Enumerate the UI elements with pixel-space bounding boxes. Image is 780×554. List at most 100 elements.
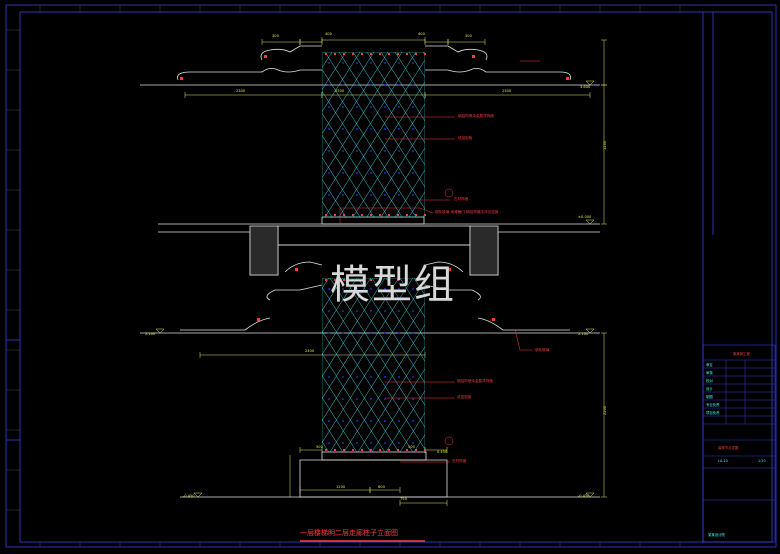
ornament-curve: [424, 261, 464, 273]
elev-left-a: 2.100: [145, 332, 156, 336]
lattice: [322, 278, 425, 452]
rivet: [342, 442, 344, 444]
dim-top-mid-right: 400: [418, 32, 426, 36]
tb-row-label: 设计: [706, 386, 713, 391]
lattice-line: [322, 396, 357, 452]
title-block: [702, 344, 776, 543]
rivet: [398, 172, 400, 174]
band-mark: [370, 53, 372, 55]
band-mark: [352, 279, 354, 281]
lattice-line: [357, 278, 425, 384]
sheet-title: 一层楼梯明二层走廊柱子立面图: [300, 529, 398, 537]
band-mark: [397, 214, 399, 216]
lattice-line: [322, 278, 343, 312]
rivet: [328, 310, 330, 312]
elev-lower-bot: -0.450: [578, 494, 590, 498]
tb-scale: 1:20: [758, 459, 766, 463]
leader-line: [514, 329, 532, 351]
lattice-line: [322, 374, 371, 452]
lattice-line: [385, 278, 425, 340]
band-mark: [370, 449, 372, 451]
lattice-line: [322, 278, 357, 334]
tb-company: 某某设计院: [708, 532, 726, 537]
frame-ticks: [6, 5, 681, 547]
elevation-marker: [585, 492, 595, 498]
rivets: [328, 62, 414, 196]
lattice-line: [322, 286, 425, 450]
rivet: [342, 332, 344, 334]
column-elevation: [322, 52, 426, 452]
lattice-line: [338, 52, 425, 188]
rivet: [384, 194, 386, 196]
band-mark: [415, 279, 417, 281]
rivet: [342, 172, 344, 174]
rivet: [384, 398, 386, 400]
lattice-line: [394, 52, 425, 100]
note-lower-2: 成品铝板: [457, 394, 472, 399]
rivet: [412, 288, 414, 290]
title-block-labels: 某某某工程 装修节点详图 LA-10 1:20 某某设计院 审定审核校对设计制图…: [706, 351, 766, 537]
band-mark: [325, 279, 327, 281]
dim-height-upper: 1200: [603, 140, 607, 150]
rivet: [328, 376, 330, 378]
rivet: [328, 84, 330, 86]
dimension-lines: [155, 37, 607, 506]
elevation-marker: [585, 328, 595, 334]
ornament-curve: [425, 68, 571, 81]
rivet: [412, 172, 414, 174]
rivet: [384, 84, 386, 86]
note-lower-1: 钢结构喷涂金属漆饰面: [457, 378, 493, 383]
note-upper-1: 钢结构喷涂金属漆饰面: [458, 113, 494, 118]
rivet: [398, 420, 400, 422]
rivet: [328, 354, 330, 356]
tb-sheet-no: LA-10: [718, 459, 728, 463]
base-plinth: [299, 459, 448, 498]
dim-base-left: 500: [316, 445, 324, 449]
dim-base-3: 750: [400, 497, 408, 501]
slab-left-fill: [249, 225, 279, 276]
dim-base-1: 1200: [336, 485, 346, 489]
lattice-line: [352, 52, 425, 166]
rivet: [370, 354, 372, 356]
ornament-curve: [477, 317, 570, 331]
band-mark: [424, 449, 426, 451]
rivet: [370, 84, 372, 86]
elevation-marker: [193, 492, 203, 498]
lattice-line: [322, 308, 413, 452]
rivet: [412, 442, 414, 444]
rivet: [370, 420, 372, 422]
band-mark: [370, 214, 372, 216]
rivet: [412, 398, 414, 400]
elev-left-b: -0.450: [183, 494, 195, 498]
band-mark: [415, 214, 417, 216]
ornament-mark: [448, 268, 451, 271]
rivet: [412, 194, 414, 196]
band-mark: [325, 214, 327, 216]
band-mark: [406, 279, 408, 281]
watermark: 模型组: [330, 262, 456, 308]
rivet: [356, 332, 358, 334]
rivet: [370, 150, 372, 152]
band-mark: [325, 449, 327, 451]
rivet: [328, 194, 330, 196]
lattice: [322, 52, 425, 217]
ornament-curve: [425, 45, 488, 61]
elev-mid-label: 0.450: [437, 450, 448, 454]
rivet: [356, 420, 358, 422]
rivet: [342, 288, 344, 290]
band-mark: [361, 279, 363, 281]
lattice-line: [380, 147, 425, 217]
rivet: [398, 106, 400, 108]
rivet: [398, 84, 400, 86]
rivet: [398, 194, 400, 196]
band-mark: [388, 279, 390, 281]
rivet: [356, 354, 358, 356]
rivet: [384, 150, 386, 152]
rivet: [370, 62, 372, 64]
dim-base-2: 600: [378, 485, 386, 489]
rivet: [412, 84, 414, 86]
ornament-curve: [424, 284, 481, 301]
rivet: [370, 106, 372, 108]
drawing-labels: 300 400 400 300 2300 2500 2300 2400 500 …: [145, 32, 607, 501]
